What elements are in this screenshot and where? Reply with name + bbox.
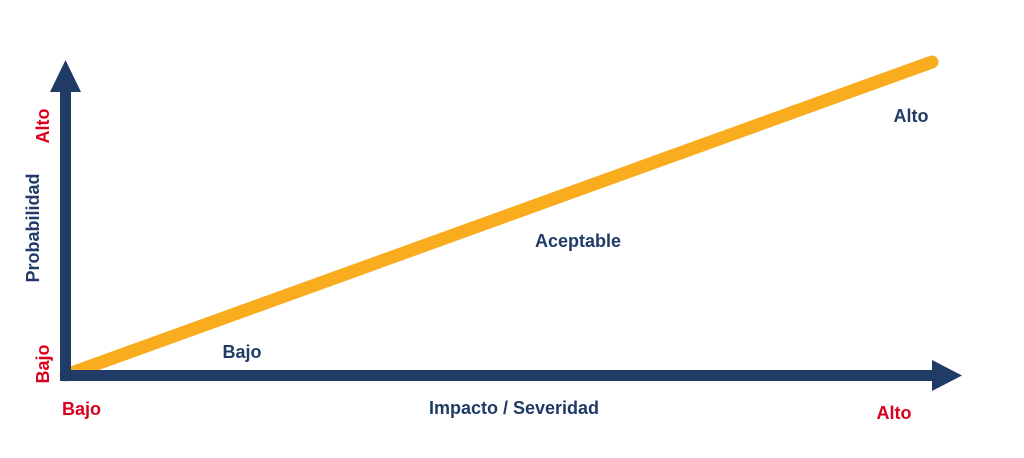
x-axis-high-label: Alto	[877, 403, 912, 423]
y-axis-arrowhead	[50, 60, 81, 92]
region-high-label: Alto	[894, 106, 929, 126]
y-axis-label: Probabilidad	[23, 173, 43, 282]
x-axis-arrowhead	[932, 360, 962, 391]
y-axis-high-label: Alto	[33, 109, 53, 144]
region-acceptable-label: Aceptable	[535, 231, 621, 251]
x-axis-label: Impacto / Severidad	[429, 398, 599, 418]
x-axis-low-label: Bajo	[62, 399, 101, 419]
y-axis-low-label: Bajo	[33, 344, 53, 383]
x-axis-line	[60, 370, 940, 381]
region-low-label: Bajo	[222, 342, 261, 362]
y-axis-line	[60, 88, 71, 380]
threshold-line	[59, 55, 939, 382]
